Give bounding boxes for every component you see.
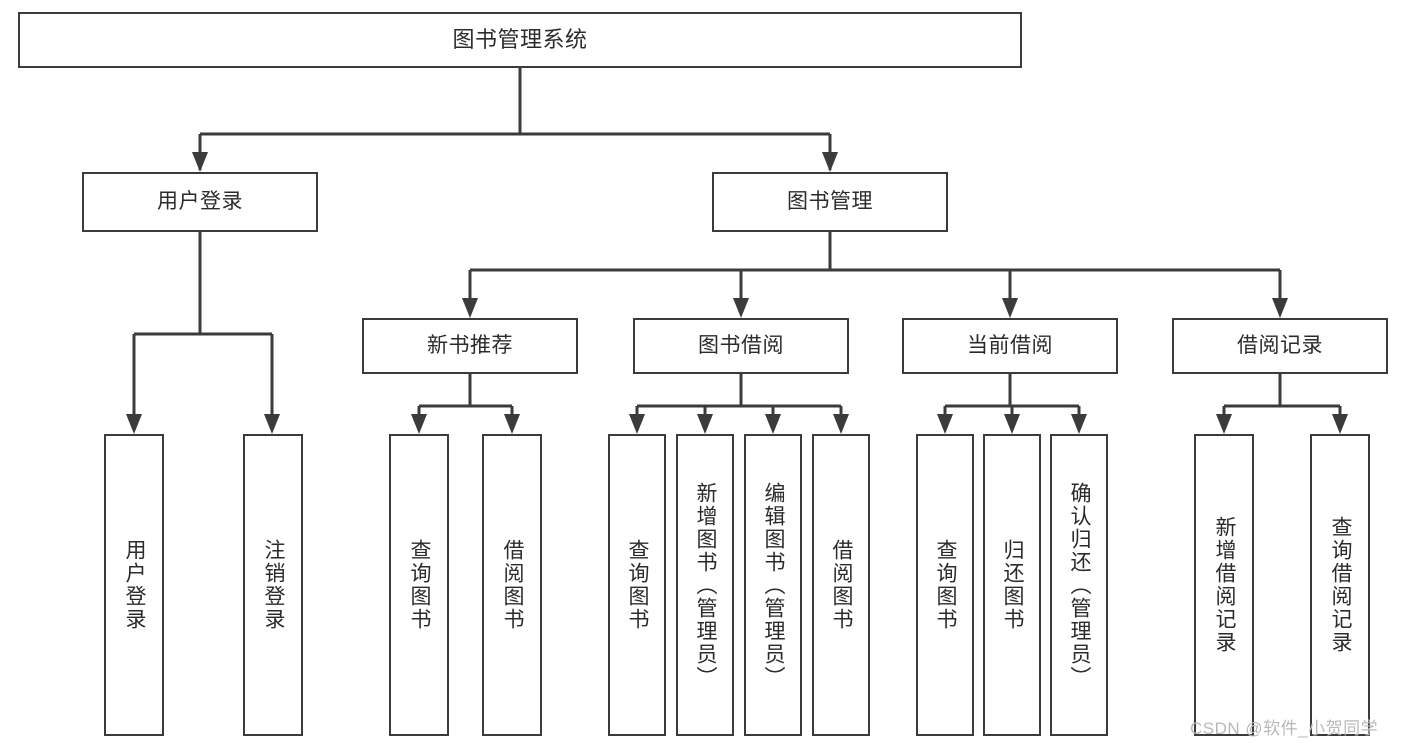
node-label-bookmgmt: 图书管理 bbox=[787, 190, 873, 214]
node-leaf-add[interactable]: 新增图书（管理员） bbox=[676, 434, 734, 736]
node-leaf-login[interactable]: 用户登录 bbox=[104, 434, 164, 736]
node-leaf-q1[interactable]: 查询图书 bbox=[389, 434, 449, 736]
arrow-to-leaf-add-icon bbox=[697, 414, 713, 434]
node-current[interactable]: 当前借阅 bbox=[902, 318, 1118, 374]
node-leaf-b2[interactable]: 借阅图书 bbox=[812, 434, 870, 736]
node-leaf-addrec[interactable]: 新增借阅记录 bbox=[1194, 434, 1254, 736]
node-leaf-b1[interactable]: 借阅图书 bbox=[482, 434, 542, 736]
node-label-login: 用户登录 bbox=[157, 190, 243, 214]
arrow-to-current-icon bbox=[1002, 298, 1018, 318]
arrow-to-leaf-login-icon bbox=[126, 414, 142, 434]
arrow-to-leaf-confirm-icon bbox=[1071, 414, 1087, 434]
node-borrow[interactable]: 图书借阅 bbox=[633, 318, 849, 374]
node-leaf-return[interactable]: 归还图书 bbox=[983, 434, 1041, 736]
arrow-to-leaf-edit-icon bbox=[765, 414, 781, 434]
arrow-to-leaf-q3-icon bbox=[937, 414, 953, 434]
node-newbook[interactable]: 新书推荐 bbox=[362, 318, 578, 374]
arrow-to-records-icon bbox=[1272, 298, 1288, 318]
node-label-leaf-q2: 查询图书 bbox=[626, 539, 650, 631]
node-label-leaf-confirm: 确认归还（管理员） bbox=[1068, 481, 1092, 689]
node-label-borrow: 图书借阅 bbox=[698, 334, 784, 358]
watermark: CSDN @软件_小贺同学 bbox=[1190, 719, 1379, 738]
node-label-leaf-addrec: 新增借阅记录 bbox=[1213, 516, 1237, 654]
arrow-to-leaf-q1-icon bbox=[411, 414, 427, 434]
node-leaf-qrec[interactable]: 查询借阅记录 bbox=[1310, 434, 1370, 736]
node-login[interactable]: 用户登录 bbox=[82, 172, 318, 232]
node-label-leaf-add: 新增图书（管理员） bbox=[694, 481, 718, 689]
node-label-leaf-b2: 借阅图书 bbox=[830, 539, 854, 631]
arrow-to-leaf-return-icon bbox=[1004, 414, 1020, 434]
node-label-newbook: 新书推荐 bbox=[427, 334, 513, 358]
arrow-to-leaf-addrec-icon bbox=[1216, 414, 1232, 434]
node-label-root: 图书管理系统 bbox=[452, 26, 588, 52]
node-label-leaf-q3: 查询图书 bbox=[934, 539, 958, 631]
arrow-to-leaf-b2-icon bbox=[833, 414, 849, 434]
node-leaf-edit[interactable]: 编辑图书（管理员） bbox=[744, 434, 802, 736]
arrow-to-leaf-logout-icon bbox=[264, 414, 280, 434]
arrow-to-bookmgmt-icon bbox=[822, 152, 838, 172]
node-label-leaf-b1: 借阅图书 bbox=[501, 539, 525, 631]
node-leaf-confirm[interactable]: 确认归还（管理员） bbox=[1050, 434, 1108, 736]
node-leaf-q3[interactable]: 查询图书 bbox=[916, 434, 974, 736]
node-label-leaf-logout: 注销登录 bbox=[262, 539, 286, 631]
node-label-records: 借阅记录 bbox=[1237, 334, 1323, 358]
node-records[interactable]: 借阅记录 bbox=[1172, 318, 1388, 374]
node-leaf-q2[interactable]: 查询图书 bbox=[608, 434, 666, 736]
node-label-leaf-edit: 编辑图书（管理员） bbox=[762, 481, 786, 689]
arrow-to-leaf-q2-icon bbox=[629, 414, 645, 434]
arrow-to-login-icon bbox=[192, 152, 208, 172]
arrow-to-borrow-icon bbox=[733, 298, 749, 318]
node-leaf-logout[interactable]: 注销登录 bbox=[243, 434, 303, 736]
node-label-leaf-q1: 查询图书 bbox=[408, 539, 432, 631]
node-bookmgmt[interactable]: 图书管理 bbox=[712, 172, 948, 232]
node-label-current: 当前借阅 bbox=[967, 334, 1053, 358]
node-label-leaf-return: 归还图书 bbox=[1001, 539, 1025, 631]
node-label-leaf-qrec: 查询借阅记录 bbox=[1329, 516, 1353, 654]
arrow-to-leaf-qrec-icon bbox=[1332, 414, 1348, 434]
node-label-leaf-login: 用户登录 bbox=[123, 539, 147, 631]
arrow-to-newbook-icon bbox=[462, 298, 478, 318]
node-root[interactable]: 图书管理系统 bbox=[18, 12, 1022, 68]
arrow-to-leaf-b1-icon bbox=[504, 414, 520, 434]
